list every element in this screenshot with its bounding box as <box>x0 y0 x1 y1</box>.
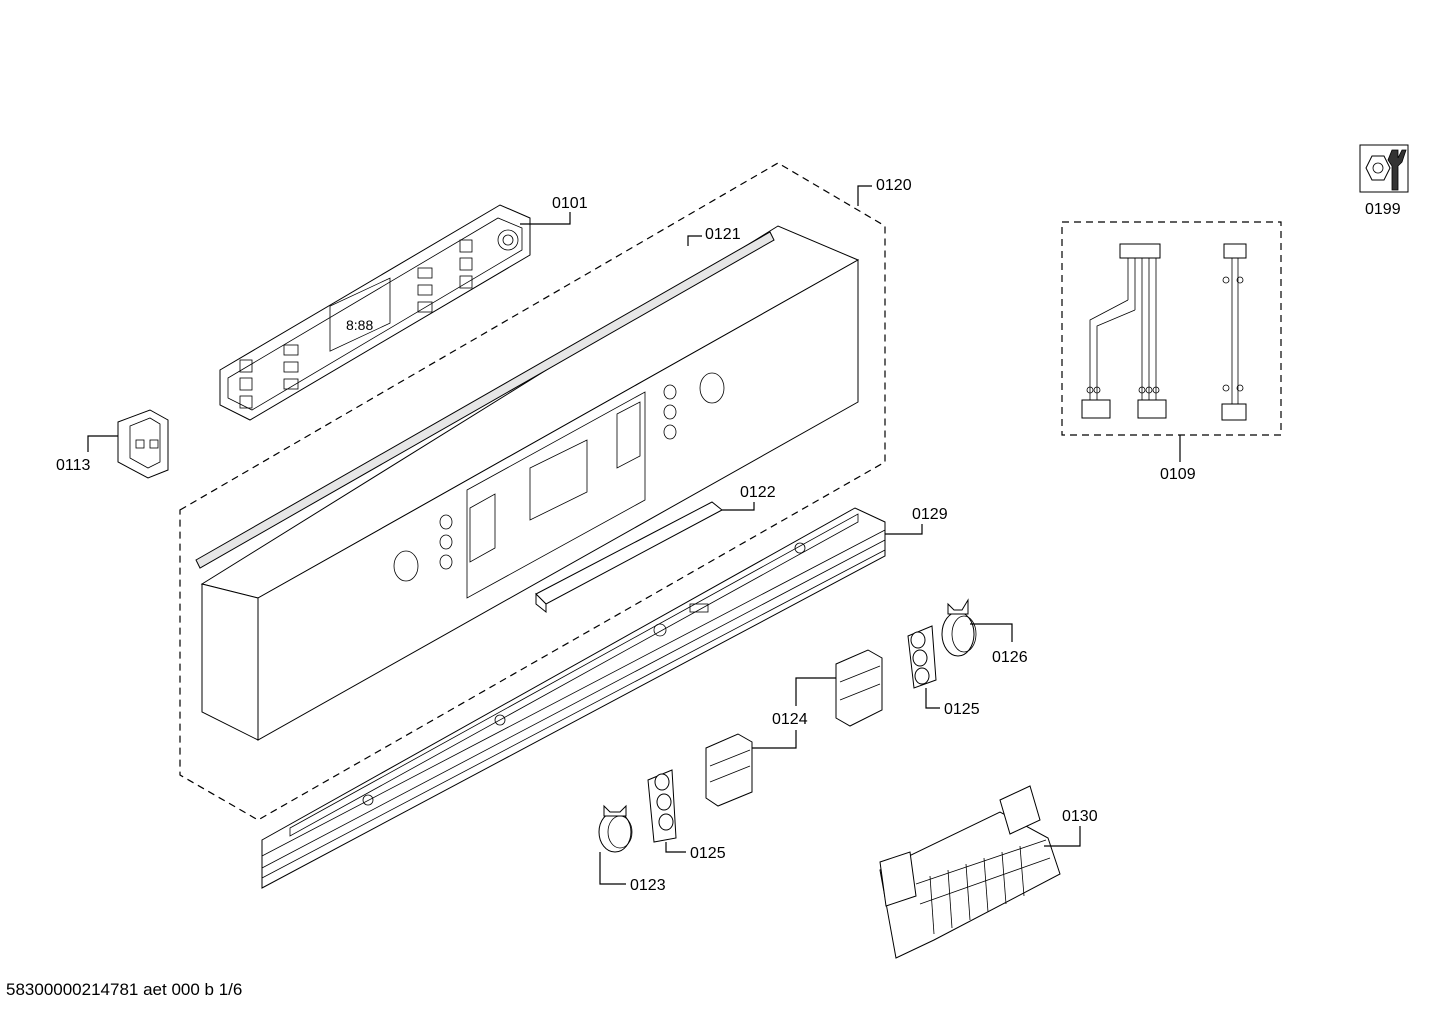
button-block-lower <box>705 733 753 807</box>
callout-0121: 0121 <box>705 226 741 243</box>
document-id: 58300000214781 aet 000 b 1/6 <box>6 980 243 999</box>
callout-0101: 0101 <box>552 195 588 212</box>
button-block-upper <box>835 649 883 727</box>
callout-0199: 0199 <box>1365 201 1401 218</box>
connector-block <box>117 409 169 479</box>
callout-0120: 0120 <box>876 177 912 194</box>
electronic-module: 8:88 <box>219 204 531 421</box>
callout-0122: 0122 <box>740 484 776 501</box>
callout-0125-lower: 0125 <box>690 845 726 862</box>
nut-wrench-icon <box>1359 144 1409 193</box>
callout-0109: 0109 <box>1160 466 1196 483</box>
rotary-knob-right <box>941 598 977 657</box>
callout-0126: 0126 <box>992 649 1028 666</box>
mounting-bracket <box>879 785 1061 959</box>
callout-0113: 0113 <box>56 457 91 474</box>
push-buttons-lower <box>647 769 677 843</box>
leader-lines <box>87 185 1181 885</box>
callout-0124: 0124 <box>772 711 808 728</box>
callout-0130: 0130 <box>1062 808 1098 825</box>
push-buttons-upper <box>907 625 937 689</box>
rotary-knob-left <box>598 804 633 853</box>
base-frame <box>261 507 886 889</box>
callout-0129: 0129 <box>912 506 948 523</box>
cable-harness-group <box>1061 221 1282 436</box>
control-panel-fascia <box>200 225 860 741</box>
assembly-group-outline <box>179 162 886 821</box>
callout-0123: 0123 <box>630 877 666 894</box>
seal-strip <box>195 231 775 569</box>
callout-0125-upper: 0125 <box>944 701 980 718</box>
svg-text:8:88: 8:88 <box>346 317 373 333</box>
handle-bar <box>535 501 723 614</box>
